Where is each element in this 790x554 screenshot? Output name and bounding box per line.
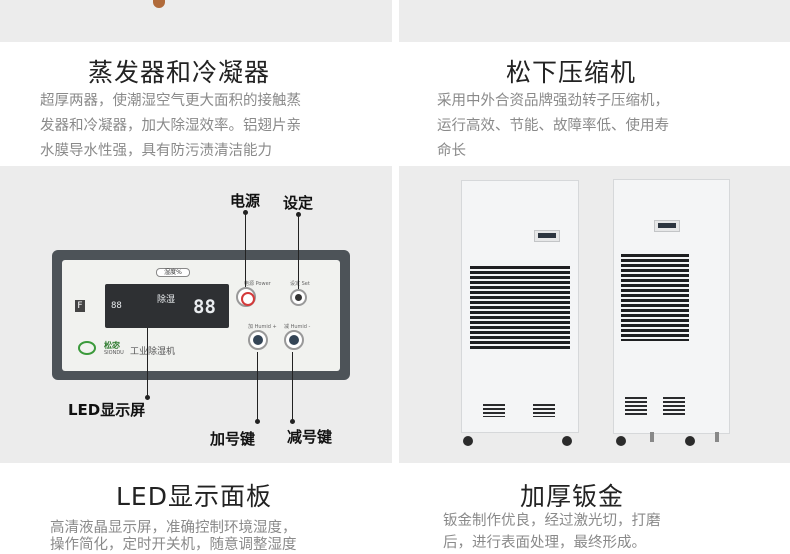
lcd-main-digits: 88 <box>193 296 216 318</box>
section-title-led-panel: LED显示面板 <box>116 482 272 511</box>
callout-line-plus <box>257 352 258 422</box>
desc-line: 采用中外合资品牌强劲转子压缩机， <box>437 93 669 109</box>
unit-right-vent-b <box>663 397 685 417</box>
section-title-evaporator: 蒸发器和冷凝器 <box>88 58 271 87</box>
lcd-small-digits: 88 <box>111 301 122 311</box>
callout-dot-plus <box>255 419 260 424</box>
callout-line-set <box>298 214 299 289</box>
humidity-tag: 湿度% <box>156 268 190 277</box>
plus-small-label: 加 Humid + <box>248 324 277 330</box>
unit-right-wheel <box>685 436 695 446</box>
unit-left-wheel <box>562 436 572 446</box>
lcd-mode-text: 除湿 <box>157 295 176 305</box>
section-title-compressor: 松下压缩机 <box>506 58 637 87</box>
callout-line-led <box>147 328 148 398</box>
section-desc-led-panel: 高清液晶显示屏，准确控制环境湿度， 操作简化，定时开关机，随意调整湿度 <box>50 520 390 554</box>
minus-small-label: 减 Humid - <box>284 324 311 330</box>
power-button-icon[interactable] <box>236 287 256 307</box>
set-button-icon[interactable] <box>290 289 307 306</box>
desc-line: 命长 <box>437 143 466 159</box>
minus-button-icon[interactable] <box>284 330 304 350</box>
callout-dot-power <box>243 210 248 215</box>
set-small-label: 设定 Set <box>290 281 310 287</box>
copper-pipe-fragment <box>153 0 165 8</box>
desc-line: 高清液晶显示屏，准确控制环境湿度， <box>50 520 297 536</box>
brand-sub: SIONDU <box>104 350 124 356</box>
callout-power: 电源 <box>230 192 261 210</box>
power-small-label: 电源 Power <box>244 281 271 287</box>
unit-left-vent-b <box>533 404 555 417</box>
callout-line-power <box>245 212 246 287</box>
unit-left-wheel <box>463 436 473 446</box>
section-title-sheet-metal: 加厚钣金 <box>520 482 625 511</box>
desc-line: 水膜导水性强，具有防污渍清洁能力 <box>40 143 272 159</box>
section-desc-evaporator: 超厚两器，使潮湿空气更大面积的接触蒸 发器和冷凝器，加大除湿效率。铝翅片亲 水膜… <box>40 89 380 164</box>
section-desc-sheet-metal: 钣金制作优良，经过激光切，打磨 后，进行表面处理，最终形成。 <box>443 510 763 554</box>
callout-set: 设定 <box>283 194 314 212</box>
evaporator-photo-panel <box>0 0 392 42</box>
section-desc-compressor: 采用中外合资品牌强劲转子压缩机， 运行高效、节能、故障率低、使用寿 命长 <box>437 89 767 164</box>
compressor-photo-panel <box>399 0 790 42</box>
unit-right-leg <box>650 432 654 442</box>
callout-minus-key: 减号键 <box>287 428 333 446</box>
callout-plus-key: 加号键 <box>210 430 256 448</box>
brand-logo-icon <box>78 341 96 355</box>
desc-line: 超厚两器，使潮湿空气更大面积的接触蒸 <box>40 93 301 109</box>
desc-line: 后，进行表面处理，最终形成。 <box>443 535 646 551</box>
desc-line: 运行高效、节能、故障率低、使用寿 <box>437 118 669 134</box>
callout-dot-set <box>296 212 301 217</box>
unit-right-leg <box>715 432 719 442</box>
brand-type: 工业除湿机 <box>130 347 176 357</box>
desc-line: 钣金制作优良，经过激光切，打磨 <box>443 513 661 529</box>
desc-line: 操作简化，定时开关机，随意调整湿度 <box>50 537 297 553</box>
unit-right-vent-a <box>625 397 647 417</box>
unit-right-control-box <box>654 220 680 232</box>
dehumidifier-photo <box>399 166 790 463</box>
unit-right-top-grille <box>621 254 689 341</box>
unit-left-control-box <box>534 230 560 242</box>
desc-line: 发器和冷凝器，加大除湿效率。铝翅片亲 <box>40 118 301 134</box>
plus-button-icon[interactable] <box>248 330 268 350</box>
callout-dot-led <box>145 395 150 400</box>
callout-dot-minus <box>290 419 295 424</box>
lcd-display: 88 除湿 88 <box>105 284 229 328</box>
brand-name: 松宓 <box>104 341 120 350</box>
brand-f-icon: F <box>75 300 85 312</box>
unit-left-top-grille <box>470 266 570 349</box>
unit-right-wheel <box>616 436 626 446</box>
unit-left-vent-a <box>483 404 505 417</box>
callout-led-screen: LED显示屏 <box>68 401 146 419</box>
callout-line-minus <box>292 352 293 422</box>
